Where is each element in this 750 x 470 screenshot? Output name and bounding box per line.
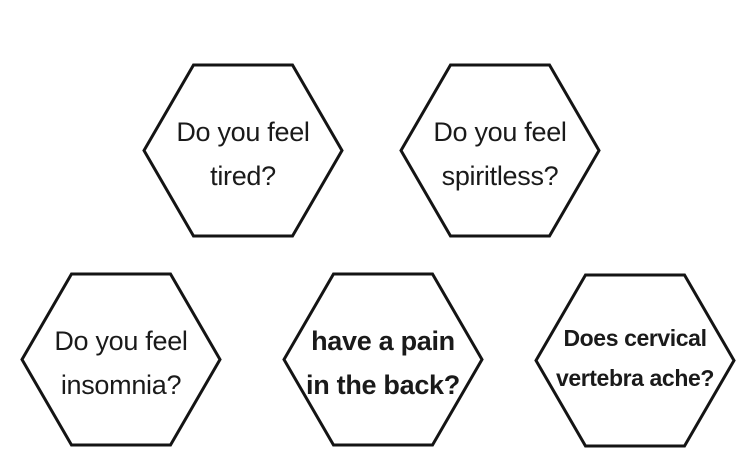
hexagon-label: Do you feel spiritless? [399,66,601,241]
hexagon-shape [534,273,736,448]
hexagon-shape [399,63,601,238]
hexagon-label-line: Do you feel [176,116,310,147]
hexagon-label-line: in the back? [306,369,460,400]
hexagon-shape [142,63,344,238]
hexagon-insomnia: Do you feel insomnia? [20,272,222,447]
hexagon-label-line: tired? [210,160,276,191]
hexagon-cervical-vertebra: Does cervical vertebra ache? [534,273,736,448]
hexagon-label-line: spiritless? [441,160,559,191]
hexagon-label-line: have a pain [311,325,455,356]
hexagon-label: Do you feel tired? [142,66,344,241]
hexagon-label: Do you feel insomnia? [20,275,222,450]
hexagon-label-line: Do you feel [433,116,567,147]
hexagon-label-line: insomnia? [60,369,182,400]
hexagon-spiritless: Do you feel spiritless? [399,63,601,238]
hexagon-label: Does cervical vertebra ache? [534,270,736,445]
hexagon-back-pain: have a pain in the back? [282,272,484,447]
hexagon-tired: Do you feel tired? [142,63,344,238]
hexagon-label-line: Do you feel [54,325,188,356]
hexagon-label: have a pain in the back? [282,275,484,450]
hexagon-label-line: Does cervical [563,324,707,351]
hexagon-shape [282,272,484,447]
hexagon-label-line: vertebra ache? [555,364,715,391]
hexagon-shape [20,272,222,447]
